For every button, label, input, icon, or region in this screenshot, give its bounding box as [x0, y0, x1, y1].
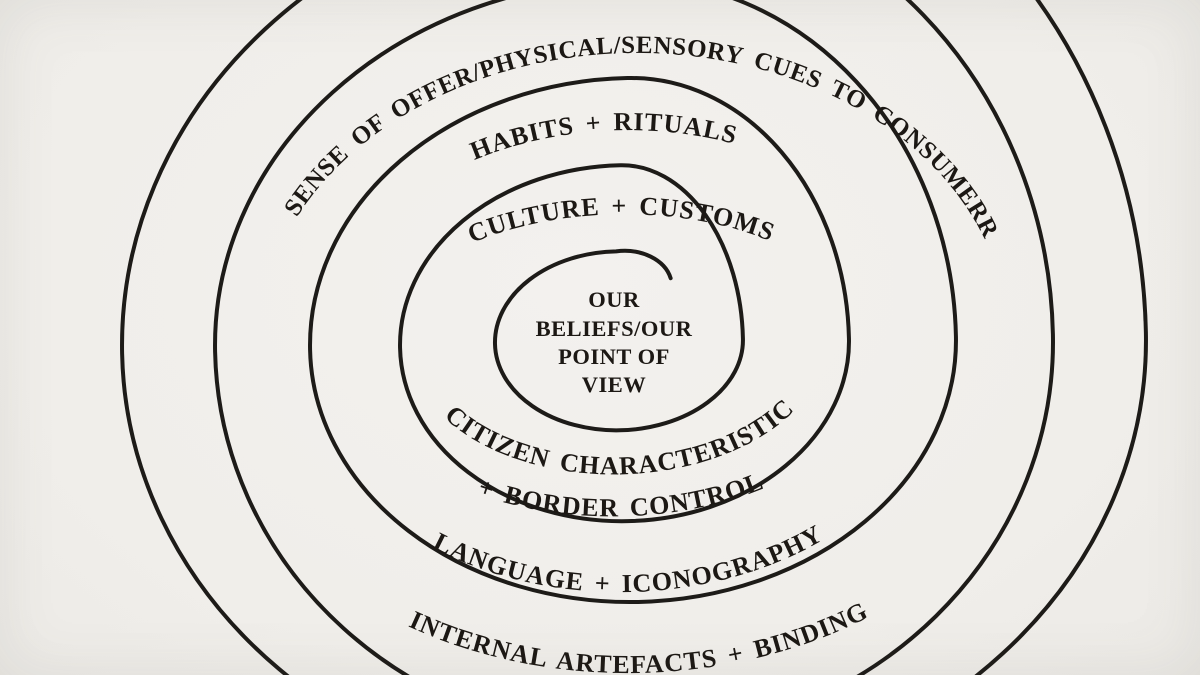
ring-label-culture-customs: CULTURE + CUSTOMS: [463, 188, 780, 253]
ring-label-sense-of-offer: SENSE OF OFFER/PHYSICAL/SENSORY CUES TO …: [276, 24, 1004, 257]
center-label: OUR BELIEFS/OUR POINT OF VIEW: [536, 287, 693, 397]
center-label-line-3: POINT OF: [558, 344, 670, 369]
center-label-line-2: BELIEFS/OUR: [536, 316, 693, 341]
ring-label-language-iconography: LANGUAGE + ICONOGRAPHY: [429, 519, 829, 603]
ring-label-habits-rituals: HABITS + RITUALS: [465, 105, 741, 166]
center-label-line-4: VIEW: [582, 372, 647, 397]
spiral-line: [120, 0, 1148, 675]
center-label-line-1: OUR: [588, 287, 640, 312]
ring-label-internal-artefacts: INTERNAL ARTEFACTS + BINDING: [405, 596, 874, 675]
